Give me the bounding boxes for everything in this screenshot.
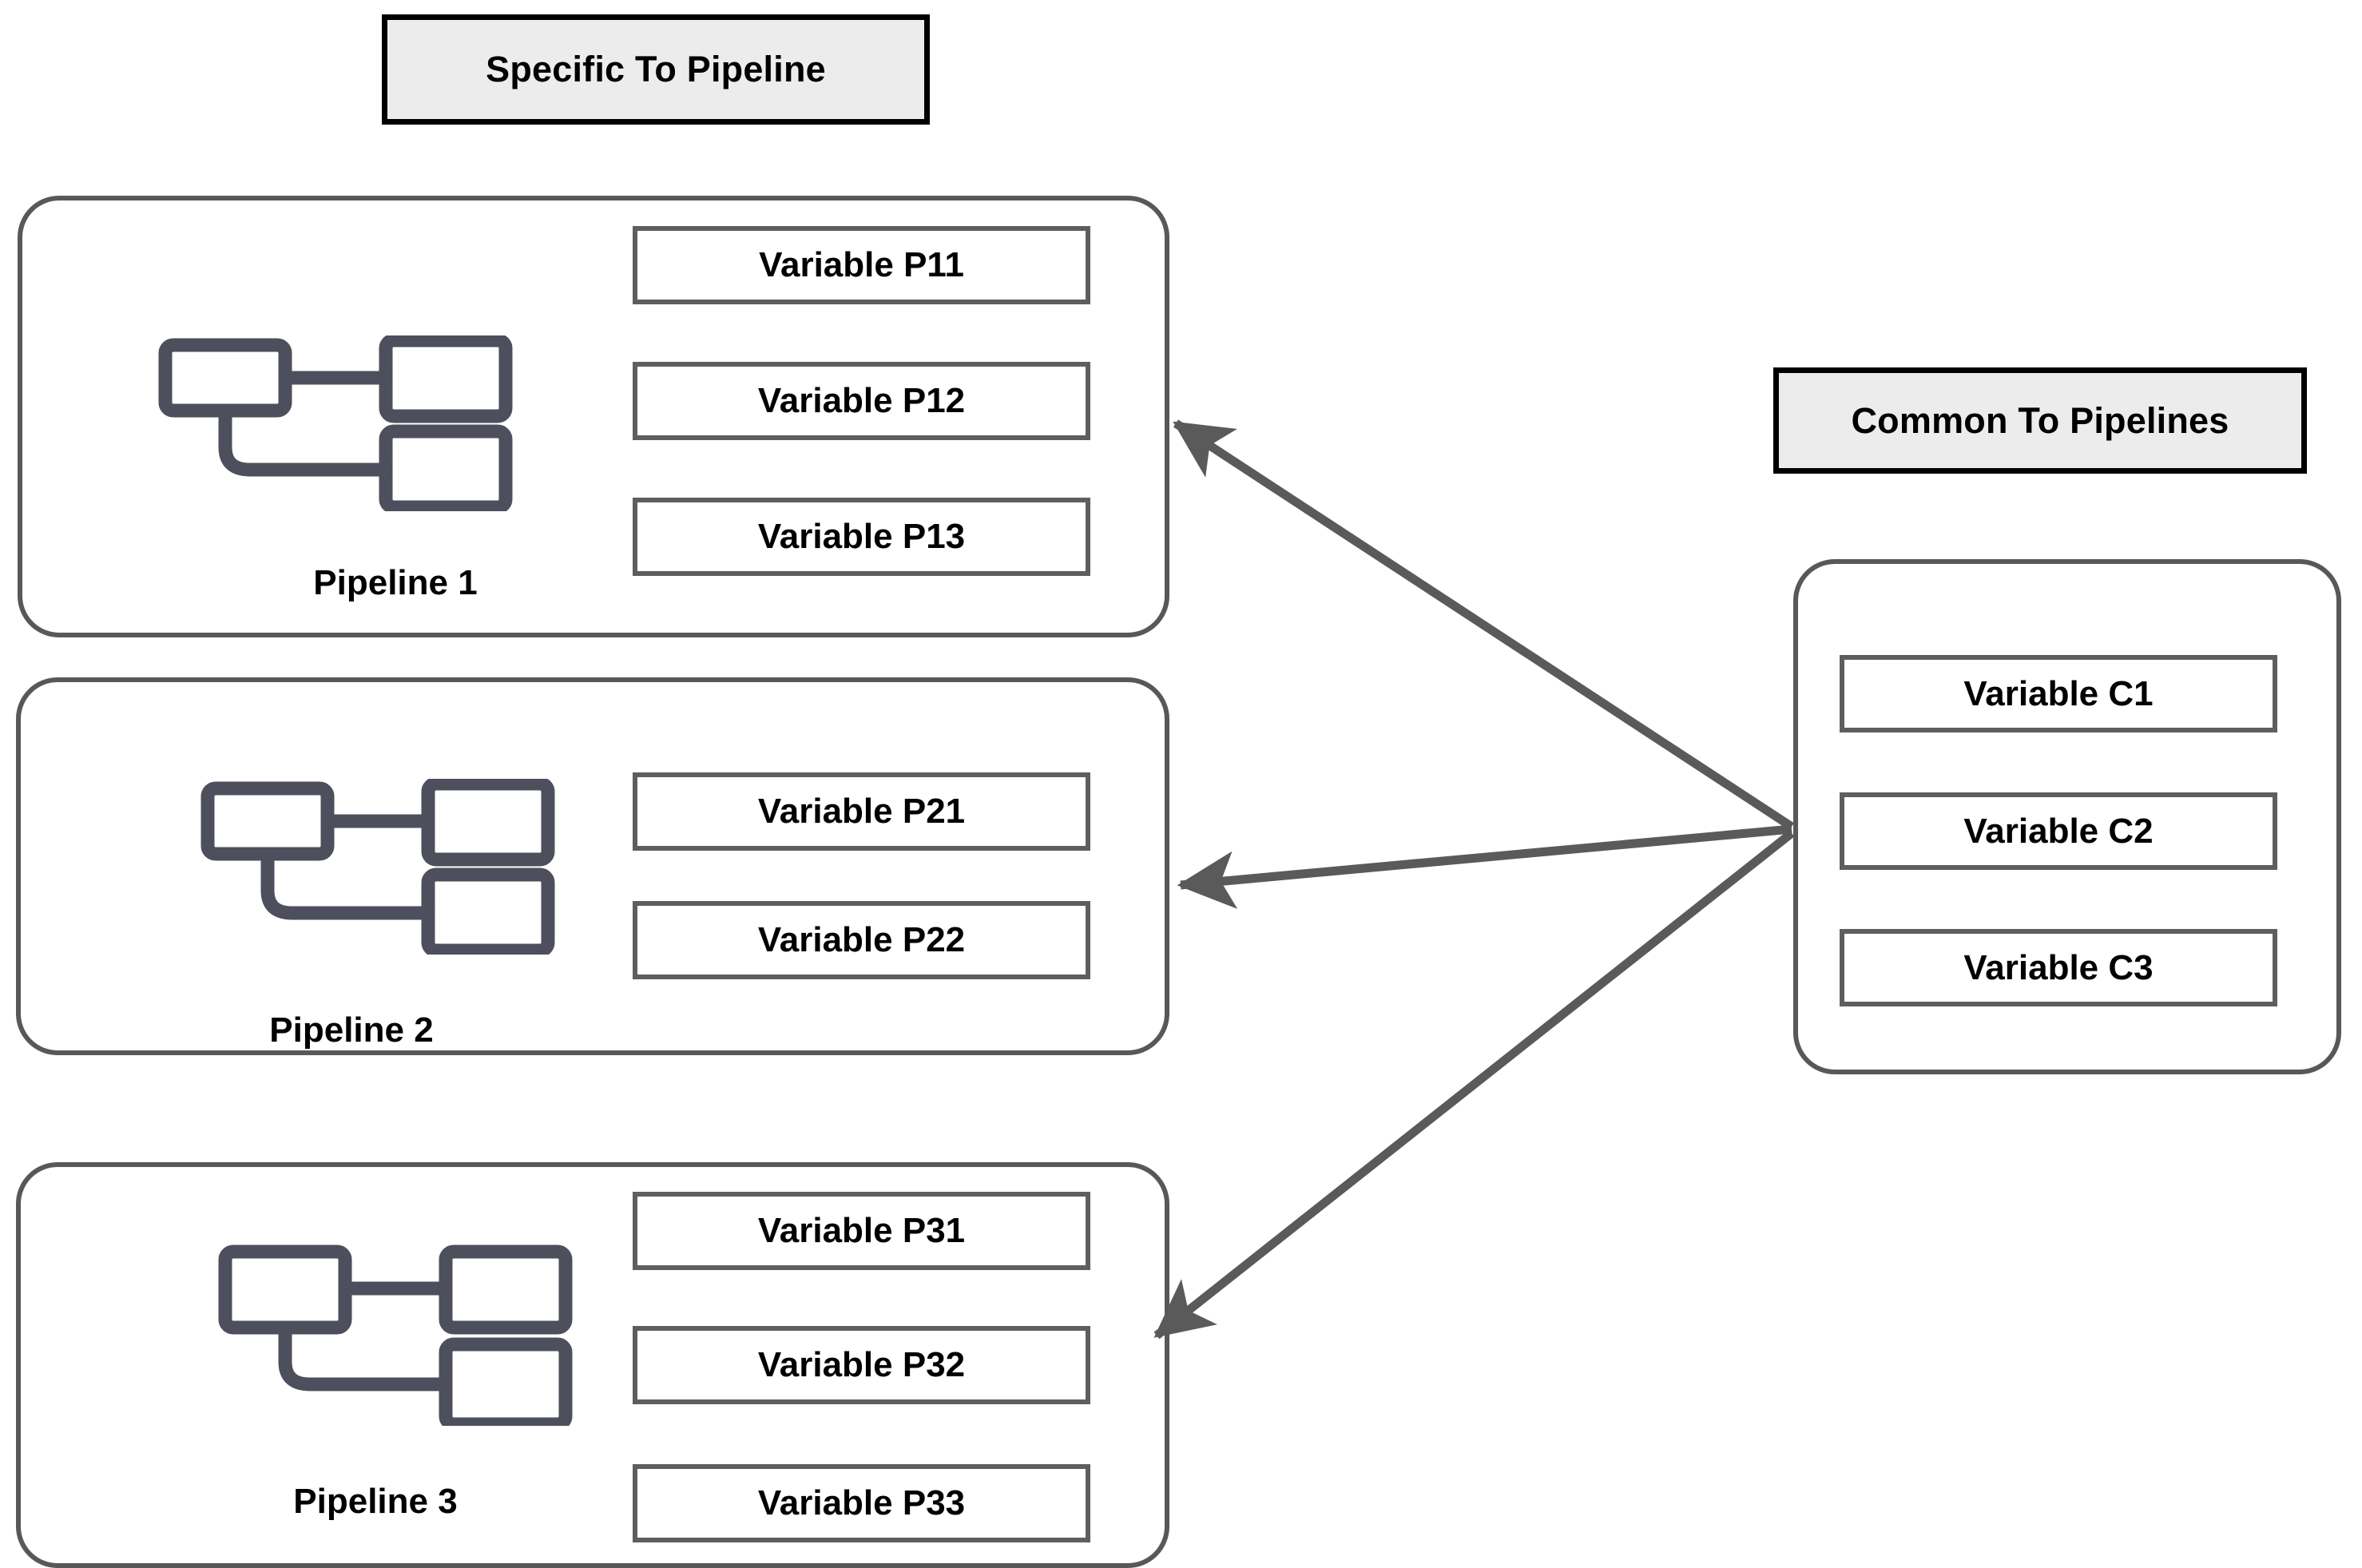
- variable-box-p33[interactable]: Variable P33: [633, 1464, 1090, 1542]
- arrow-common-to-pipeline-2: [1177, 824, 1792, 909]
- variable-box-p11[interactable]: Variable P11: [633, 226, 1090, 304]
- variable-label-p21: Variable P21: [757, 792, 966, 831]
- variable-label-p32: Variable P32: [757, 1345, 966, 1384]
- pipeline-3-label: Pipeline 3: [293, 1482, 458, 1521]
- variable-label-p33: Variable P33: [757, 1483, 966, 1522]
- variable-label-p31: Variable P31: [757, 1211, 966, 1250]
- variable-label-p13: Variable P13: [757, 517, 966, 556]
- variable-box-p32[interactable]: Variable P32: [633, 1326, 1090, 1404]
- variable-box-p31[interactable]: Variable P31: [633, 1192, 1090, 1270]
- variable-label-c2: Variable C2: [1963, 811, 2154, 851]
- pipeline-hierarchy-icon: [156, 333, 515, 514]
- variable-label-p11: Variable P11: [759, 245, 964, 284]
- variable-box-p22[interactable]: Variable P22: [633, 901, 1090, 979]
- variable-label-c1: Variable C1: [1963, 673, 2154, 713]
- variable-box-p13[interactable]: Variable P13: [633, 498, 1090, 576]
- pipeline-hierarchy-icon: [198, 776, 558, 958]
- variable-label-p12: Variable P12: [757, 381, 966, 420]
- legend-common-label: Common To Pipelines: [1851, 399, 2229, 441]
- pipeline-hierarchy-icon: [216, 1242, 575, 1431]
- pipeline-2-group[interactable]: [16, 677, 1169, 1055]
- pipeline-1-label: Pipeline 1: [313, 563, 478, 602]
- arrow-common-to-pipeline-3: [1153, 829, 1795, 1340]
- pipeline-2-label: Pipeline 2: [269, 1010, 434, 1050]
- arrow-common-to-pipeline-1: [1173, 419, 1795, 831]
- legend-specific-to-pipeline: Specific To Pipeline: [382, 14, 930, 125]
- variable-label-p22: Variable P22: [757, 920, 966, 959]
- variable-box-c2[interactable]: Variable C2: [1840, 792, 2277, 870]
- variable-box-p21[interactable]: Variable P21: [633, 772, 1090, 851]
- variable-box-c1[interactable]: Variable C1: [1840, 655, 2277, 732]
- variable-label-c3: Variable C3: [1963, 947, 2154, 987]
- variable-box-p12[interactable]: Variable P12: [633, 362, 1090, 440]
- legend-common-to-pipelines: Common To Pipelines: [1773, 367, 2307, 474]
- legend-specific-label: Specific To Pipeline: [486, 49, 826, 89]
- variable-box-c3[interactable]: Variable C3: [1840, 929, 2277, 1006]
